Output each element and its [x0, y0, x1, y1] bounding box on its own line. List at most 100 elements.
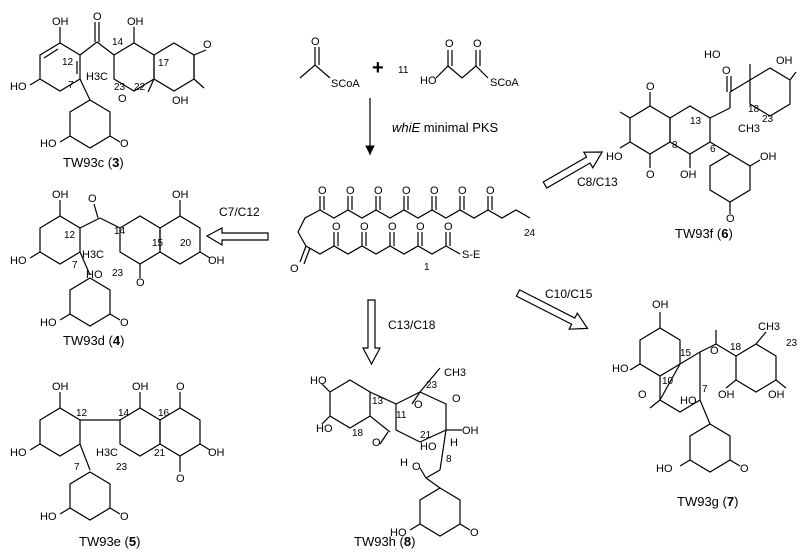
svg-text:HO: HO [390, 527, 407, 539]
svg-text:23: 23 [114, 82, 126, 93]
arrow-c13c18 [362, 299, 381, 366]
svg-text:OH: OH [768, 389, 785, 401]
svg-text:O: O [416, 221, 425, 233]
svg-text:O: O [473, 38, 482, 50]
svg-text:CH3: CH3 [444, 367, 466, 379]
svg-text:H3C: H3C [82, 249, 104, 261]
svg-text:23: 23 [116, 462, 128, 473]
svg-text:HO: HO [420, 75, 437, 87]
svg-text:14: 14 [114, 226, 126, 237]
svg-text:8: 8 [672, 140, 678, 151]
svg-text:O: O [120, 511, 129, 523]
svg-text:OH: OH [52, 381, 69, 393]
svg-text:O: O [740, 463, 749, 475]
malonyl-coa: 11 HO O O SCoA [398, 38, 519, 89]
svg-text:OH: OH [172, 189, 189, 201]
polyketide-chain: O O O O O O O 24 O O O O O O 1 S-E [290, 185, 536, 275]
svg-text:OH: OH [52, 189, 69, 201]
svg-text:6: 6 [710, 144, 716, 155]
svg-text:O: O [118, 93, 127, 105]
arrow-c8c13 [542, 151, 604, 189]
malonyl-scoa: SCoA [490, 77, 519, 89]
svg-text:20: 20 [180, 238, 192, 249]
structure-tw93f: O O HO OH O HO OH CH3 OH O 13 18 23 8 6 [606, 49, 797, 225]
svg-text:7: 7 [702, 384, 708, 395]
svg-text:O: O [176, 473, 185, 485]
structure-tw93h: HO HO O CH3 O O OH HO H H O HO O 23 13 1… [310, 367, 479, 539]
svg-text:14: 14 [118, 408, 130, 419]
svg-text:O: O [88, 193, 97, 205]
svg-text:OH: OH [652, 299, 669, 311]
svg-text:O: O [203, 39, 212, 51]
svg-text:O: O [458, 185, 467, 197]
svg-text:HO: HO [680, 395, 697, 407]
svg-text:OH: OH [462, 425, 479, 437]
svg-text:O: O [470, 527, 479, 539]
svg-text:O: O [444, 221, 453, 233]
svg-text:23: 23 [426, 380, 438, 391]
svg-text:OH: OH [127, 16, 144, 28]
svg-text:O: O [726, 213, 735, 225]
structure-tw93g: OH HO O O CH3 OH OH HO HO O 15 18 23 10 … [612, 299, 798, 475]
svg-text:15: 15 [152, 238, 164, 249]
malonyl-count: 11 [398, 65, 409, 76]
svg-text:HO: HO [656, 463, 673, 475]
structure-tw93c: OH HO O OH O OH O H3C HO O 12 14 17 7 23… [10, 11, 212, 150]
svg-text:21: 21 [154, 448, 166, 459]
svg-text:7: 7 [74, 462, 80, 473]
svg-text:HO: HO [704, 49, 721, 61]
svg-text:23: 23 [762, 114, 774, 125]
svg-text:O: O [176, 381, 185, 393]
svg-text:O: O [332, 221, 341, 233]
svg-text:HO: HO [606, 151, 623, 163]
svg-text:11: 11 [396, 410, 407, 421]
svg-text:O: O [710, 345, 719, 357]
condition-c7c12: C7/C12 [219, 205, 260, 219]
svg-text:O: O [430, 185, 439, 197]
svg-text:O: O [136, 277, 145, 289]
svg-text:O: O [290, 263, 299, 275]
svg-text:OH: OH [208, 255, 225, 267]
svg-text:22: 22 [134, 82, 146, 93]
svg-text:O: O [374, 185, 383, 197]
svg-text:HO: HO [612, 363, 629, 375]
svg-text:O: O [452, 393, 461, 405]
structure-tw93d: OH HO O OH OH O H3C HO HO O 12 14 15 20 … [10, 189, 225, 329]
svg-text:13: 13 [372, 396, 384, 407]
svg-text:O: O [646, 169, 655, 181]
svg-text:12: 12 [76, 408, 88, 419]
condition-c8c13: C8/C13 [577, 175, 618, 189]
svg-text:OH: OH [760, 151, 777, 163]
svg-text:H: H [450, 437, 458, 449]
svg-text:O: O [486, 185, 495, 197]
svg-text:17: 17 [158, 58, 170, 69]
svg-text:O: O [414, 399, 423, 411]
svg-text:O: O [445, 38, 454, 50]
svg-text:H3C: H3C [96, 447, 118, 459]
compound-name-tw93h: TW93h (8) [354, 534, 416, 549]
svg-text:O: O [646, 81, 655, 93]
svg-text:12: 12 [64, 230, 76, 241]
svg-text:HO: HO [40, 511, 57, 523]
compound-name-tw93d: TW93d (4) [63, 333, 125, 348]
svg-text:7: 7 [72, 260, 78, 271]
condition-c13c18: C13/C18 [388, 318, 436, 332]
svg-text:7: 7 [68, 80, 74, 91]
compound-name-tw93e: TW93e (5) [79, 534, 141, 549]
svg-text:O: O [388, 221, 397, 233]
svg-text:18: 18 [352, 428, 364, 439]
svg-text:O: O [346, 185, 355, 197]
svg-text:O: O [360, 221, 369, 233]
svg-text:HO: HO [316, 423, 333, 435]
svg-text:OH: OH [718, 389, 735, 401]
svg-text:OH: OH [776, 55, 793, 67]
svg-text:O: O [318, 185, 327, 197]
svg-text:HO: HO [40, 317, 57, 329]
svg-text:21: 21 [420, 430, 432, 441]
svg-text:8: 8 [446, 454, 452, 465]
svg-text:OH: OH [680, 169, 697, 181]
svg-text:HO: HO [10, 447, 27, 459]
svg-text:HO: HO [420, 441, 437, 453]
svg-text:13: 13 [690, 116, 702, 127]
